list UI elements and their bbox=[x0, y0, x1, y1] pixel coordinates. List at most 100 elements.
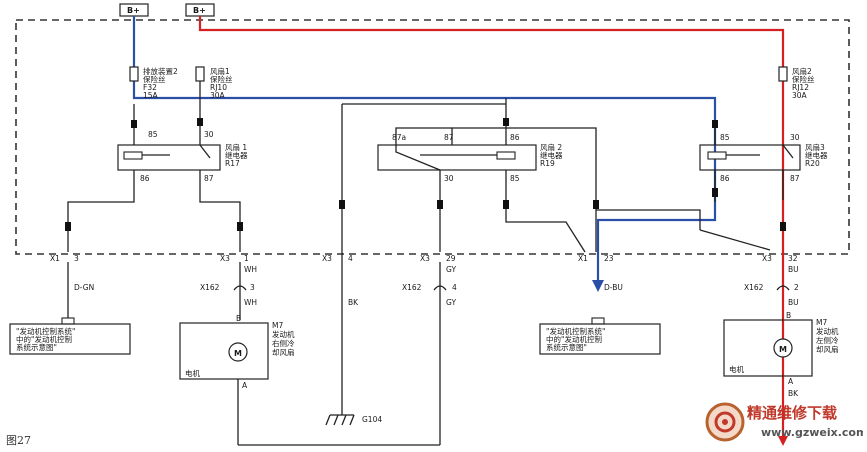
svg-text:30: 30 bbox=[790, 133, 800, 142]
motor-m7-left: B M M7 发动机 左侧冷 却风扇 电机 A BK bbox=[723, 311, 839, 398]
svg-text:3: 3 bbox=[250, 283, 255, 292]
svg-text:风扇1: 风扇1 bbox=[210, 66, 230, 76]
fuse-f32: 排放装置2 保险丝 F32 15A bbox=[129, 66, 178, 100]
svg-text:X162: X162 bbox=[402, 283, 422, 292]
svg-text:系统示意图": 系统示意图" bbox=[16, 342, 57, 352]
svg-text:M: M bbox=[234, 349, 242, 358]
svg-text:A: A bbox=[788, 377, 794, 386]
svg-text:X1: X1 bbox=[578, 254, 588, 263]
wire-label-dgn: D-GN bbox=[74, 283, 94, 292]
svg-text:86: 86 bbox=[510, 133, 520, 142]
control-wire-arrow bbox=[592, 280, 604, 292]
svg-text:30A: 30A bbox=[792, 91, 808, 100]
svg-text:右侧冷: 右侧冷 bbox=[272, 338, 295, 348]
svg-text:发动机: 发动机 bbox=[816, 326, 839, 336]
svg-text:电机: 电机 bbox=[729, 364, 744, 374]
svg-text:保险丝: 保险丝 bbox=[792, 74, 815, 84]
svg-text:中的"发动机控制: 中的"发动机控制 bbox=[546, 334, 602, 344]
svg-text:WH: WH bbox=[244, 265, 257, 274]
svg-text:B: B bbox=[236, 314, 241, 323]
svg-text:F32: F32 bbox=[143, 83, 157, 92]
svg-text:BK: BK bbox=[348, 298, 359, 307]
wire-r19-87-link bbox=[452, 127, 597, 252]
svg-text:15A: 15A bbox=[143, 91, 159, 100]
control-wire bbox=[132, 16, 717, 282]
connector-labels: X1 3 X3 1 X3 4 X3 29 X1 23 X3 32 bbox=[50, 254, 798, 263]
svg-text:85: 85 bbox=[148, 130, 158, 139]
svg-text:X3: X3 bbox=[220, 254, 230, 263]
svg-text:发动机: 发动机 bbox=[272, 329, 295, 339]
svg-text:RJ12: RJ12 bbox=[792, 83, 809, 92]
wire-r20-link bbox=[596, 209, 701, 230]
fuse-rj12: 风扇2 保险丝 RJ12 30A bbox=[778, 66, 815, 100]
svg-text:1: 1 bbox=[244, 254, 249, 263]
bplus-terminal-2: B+ bbox=[185, 3, 215, 17]
svg-text:B+: B+ bbox=[193, 6, 206, 15]
fuse-block-boundary bbox=[15, 19, 850, 255]
relay-r20: 85 30 86 87 风扇3 继电器 R20 bbox=[699, 133, 828, 183]
battery-feed-wire bbox=[198, 16, 785, 440]
svg-text:D-BU: D-BU bbox=[604, 283, 623, 292]
svg-text:却风扇: 却风扇 bbox=[272, 347, 295, 357]
watermark-logo: 精通维修下载 www.gzweix.com bbox=[703, 396, 867, 448]
wire-gy bbox=[238, 262, 441, 446]
svg-text:电机: 电机 bbox=[185, 368, 200, 378]
svg-text:87a: 87a bbox=[392, 133, 406, 142]
svg-text:2: 2 bbox=[794, 283, 799, 292]
wire-r17-86 bbox=[67, 170, 135, 252]
svg-text:4: 4 bbox=[348, 254, 353, 263]
svg-text:风扇 2: 风扇 2 bbox=[540, 142, 562, 152]
svg-text:保险丝: 保险丝 bbox=[143, 74, 166, 84]
ref-box-engine-control-2: "发动机控制系统" 中的"发动机控制 系统示意图" bbox=[539, 323, 661, 355]
svg-text:继电器: 继电器 bbox=[805, 150, 828, 160]
svg-text:风扇3: 风扇3 bbox=[805, 142, 825, 152]
svg-text:R19: R19 bbox=[540, 159, 555, 168]
svg-text:GY: GY bbox=[446, 265, 456, 274]
svg-text:WH: WH bbox=[244, 298, 257, 307]
svg-text:85: 85 bbox=[510, 174, 520, 183]
svg-text:X3: X3 bbox=[420, 254, 430, 263]
svg-text:86: 86 bbox=[140, 174, 150, 183]
ground-g104: G104 bbox=[325, 414, 382, 426]
x162-connector-2 bbox=[776, 285, 790, 291]
svg-text:30: 30 bbox=[444, 174, 454, 183]
svg-text:BU: BU bbox=[788, 298, 799, 307]
svg-text:R17: R17 bbox=[225, 159, 240, 168]
svg-text:30: 30 bbox=[204, 130, 214, 139]
svg-text:"发动机控制系统": "发动机控制系统" bbox=[16, 326, 75, 336]
svg-text:87: 87 bbox=[204, 174, 214, 183]
watermark-text: 精通维修下载 bbox=[747, 404, 837, 422]
svg-text:G104: G104 bbox=[362, 415, 382, 424]
motor-m7-right: B M M7 发动机 右侧冷 却风扇 电机 A bbox=[179, 314, 295, 390]
svg-text:87: 87 bbox=[790, 174, 800, 183]
wire-r20-87 bbox=[699, 170, 784, 251]
svg-text:风扇2: 风扇2 bbox=[792, 66, 812, 76]
fuse-rj10: 风扇1 保险丝 RJ10 30A bbox=[195, 66, 233, 100]
svg-text:M: M bbox=[779, 345, 787, 354]
svg-text:系统示意图": 系统示意图" bbox=[546, 342, 587, 352]
svg-text:继电器: 继电器 bbox=[540, 150, 563, 160]
wire-r19-85 bbox=[505, 170, 586, 253]
svg-text:M7: M7 bbox=[272, 321, 283, 330]
svg-text:M7: M7 bbox=[816, 318, 827, 327]
svg-text:X3: X3 bbox=[322, 254, 332, 263]
svg-text:左侧冷: 左侧冷 bbox=[816, 335, 839, 345]
svg-text:BK: BK bbox=[788, 389, 799, 398]
x162-connector-4 bbox=[433, 285, 447, 291]
svg-text:却风扇: 却风扇 bbox=[816, 344, 839, 354]
svg-text:X162: X162 bbox=[744, 283, 764, 292]
bplus-terminal-1: B+ bbox=[119, 3, 149, 17]
svg-text:85: 85 bbox=[720, 133, 730, 142]
svg-text:30A: 30A bbox=[210, 91, 226, 100]
svg-text:保险丝: 保险丝 bbox=[210, 74, 233, 84]
figure-caption: 图27 bbox=[6, 434, 31, 447]
svg-text:BU: BU bbox=[788, 265, 799, 274]
watermark-url: www.gzweix.com bbox=[761, 426, 863, 439]
svg-text:GY: GY bbox=[446, 298, 456, 307]
svg-text:87: 87 bbox=[444, 133, 454, 142]
relay-r17: 85 30 86 87 风扇 1 继电器 R17 bbox=[117, 130, 248, 183]
svg-text:X3: X3 bbox=[762, 254, 772, 263]
svg-text:B: B bbox=[786, 311, 791, 320]
wire-r19-87a bbox=[395, 127, 453, 145]
